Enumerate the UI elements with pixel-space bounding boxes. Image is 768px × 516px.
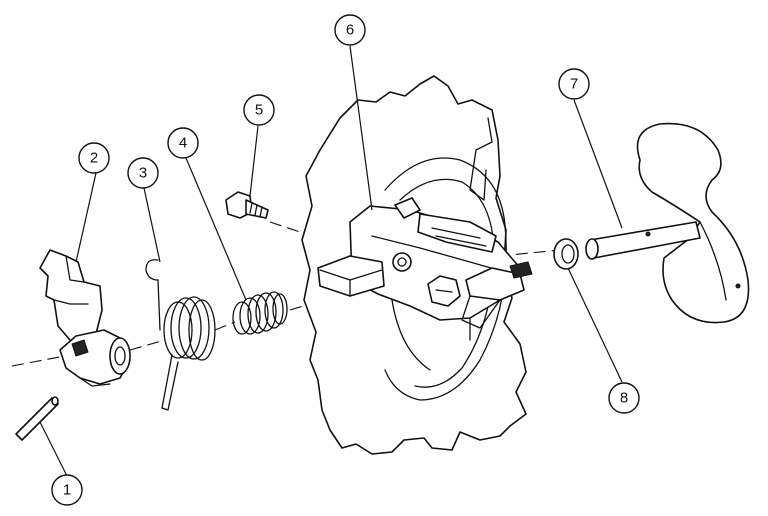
callout-5-label: 5 [255,102,263,119]
callout-4-label: 4 [179,135,187,152]
callout-4: 4 [167,127,199,159]
callout-6-label: 6 [346,22,354,39]
compression-spring [232,291,288,335]
leader-lines [39,45,623,477]
torsion-spring [145,259,216,411]
callout-5: 5 [243,94,275,126]
washer [553,238,579,270]
callout-7-label: 7 [570,76,578,93]
callout-2: 2 [78,142,110,174]
handle-shaft-assembly [585,122,750,324]
callout-7: 7 [558,68,590,100]
callout-8: 8 [608,382,640,414]
callout-6: 6 [334,14,366,46]
bracket-rivet [392,252,412,272]
callout-3-label: 3 [139,165,147,182]
callout-3: 3 [127,157,159,189]
pin [15,396,59,441]
callout-2-label: 2 [90,150,98,167]
callout-1-label: 1 [63,482,71,499]
callout-8-label: 8 [620,390,628,407]
housing-plate-assembly [301,75,533,455]
callout-1: 1 [51,474,83,506]
screw [225,191,269,219]
latch-cam [39,249,131,387]
